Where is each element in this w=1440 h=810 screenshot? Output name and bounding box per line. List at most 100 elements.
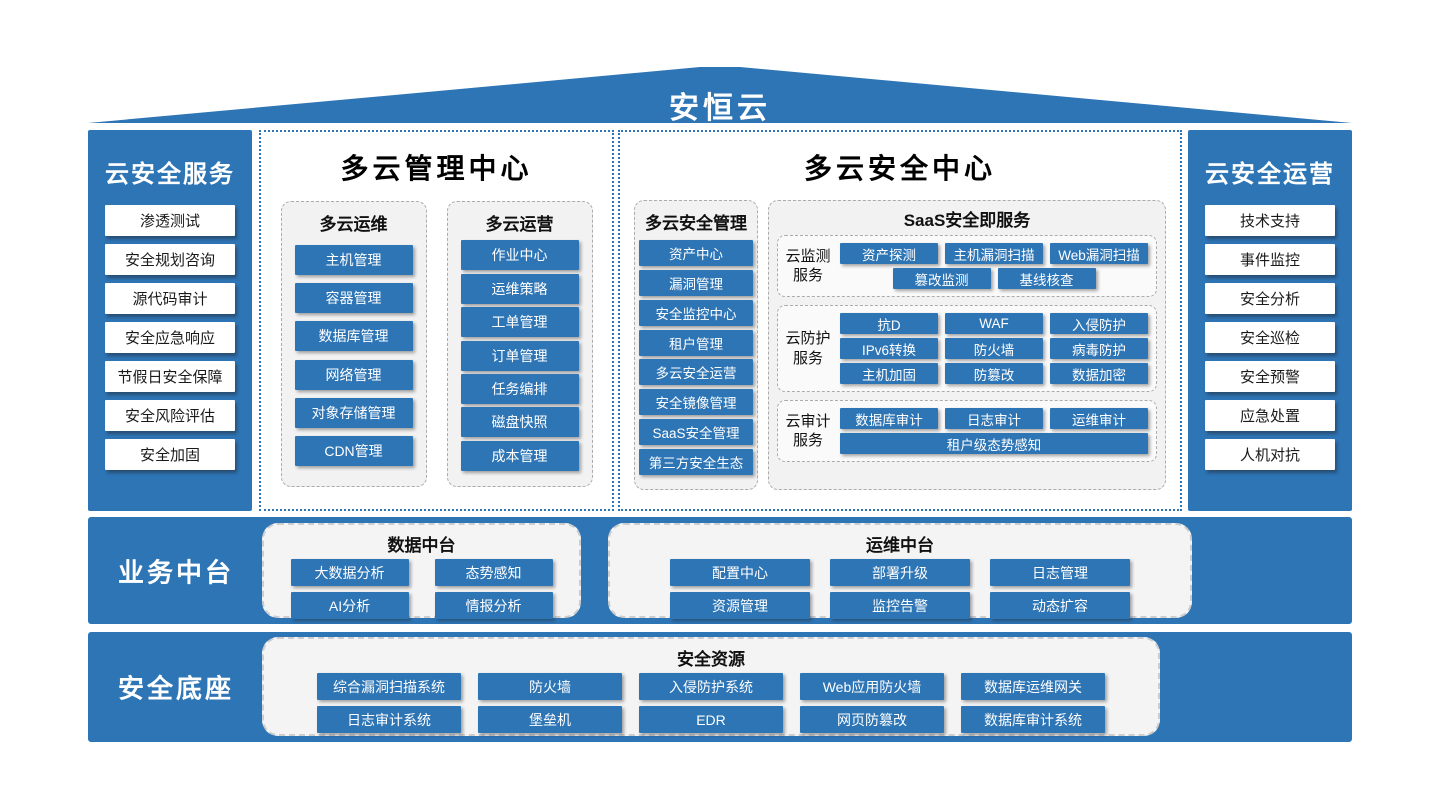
product-title: 安恒云 [669, 92, 771, 125]
module-item: 数据加密 [1050, 363, 1148, 384]
module-item: 成本管理 [460, 440, 579, 471]
module-item: 大数据分析 [290, 559, 409, 586]
business-platform-band: 业务中台 数据中台 大数据分析 态势感知 AI分析 情报分析 运维中台 配置中心… [88, 517, 1352, 624]
multicloud-management-center: 多云管理中心 多云运维 主机管理 容器管理 数据库管理 网络管理 对象存储管理 … [259, 130, 614, 511]
service-item: 安全预警 [1205, 361, 1335, 392]
module-item: 任务编排 [460, 373, 579, 404]
module-item: 磁盘快照 [460, 407, 579, 438]
subgroup-items: 资产探测 主机漏洞扫描 Web漏洞扫描 篡改监测 基线核查 [840, 243, 1148, 289]
service-item: 渗透测试 [105, 205, 235, 236]
module-item: 订单管理 [460, 340, 579, 371]
group-title: 多云运营 [485, 215, 554, 234]
panel-title: 运维中台 [866, 536, 934, 555]
module-item: 对象存储管理 [294, 397, 413, 428]
module-item: 日志管理 [990, 559, 1130, 586]
module-item: 数据库审计 [840, 408, 938, 429]
module-item: EDR [639, 706, 783, 733]
subgroup-label: 云防护服务 [785, 330, 831, 367]
module-item: 作业中心 [460, 240, 579, 271]
module-item: 安全镜像管理 [639, 389, 753, 416]
cloud-monitoring-services: 云监测服务 资产探测 主机漏洞扫描 Web漏洞扫描 篡改监测 基线核查 [777, 235, 1157, 297]
cloud-protection-services: 云防护服务 抗D WAF 入侵防护 IPv6转换 防火墙 病毒防护 [777, 305, 1157, 392]
section-title: 多云管理中心 [340, 153, 533, 184]
section-title: 多云安全中心 [803, 153, 996, 184]
security-resources-panel: 安全资源 综合漏洞扫描系统 防火墙 入侵防护系统 Web应用防火墙 数据库运维网… [262, 637, 1160, 736]
group-title: 多云运维 [319, 215, 388, 234]
service-item: 源代码审计 [105, 283, 235, 314]
service-item: 安全巡检 [1205, 322, 1335, 353]
ops-maintenance-group: 多云运维 主机管理 容器管理 数据库管理 网络管理 对象存储管理 CDN管理 [280, 201, 427, 487]
roof-banner: 安恒云 [88, 67, 1352, 125]
module-item: 网页防篡改 [800, 706, 944, 733]
service-item: 安全分析 [1205, 283, 1335, 314]
cloud-audit-services: 云审计服务 数据库审计 日志审计 运维审计 租户级态势感知 [777, 400, 1157, 462]
module-item: AI分析 [290, 592, 409, 619]
module-item: 日志审计 [945, 408, 1043, 429]
service-item: 应急处置 [1205, 400, 1335, 431]
cloud-security-operations-sidebar: 云安全运营 技术支持 事件监控 安全分析 安全巡检 安全预警 应急处置 人机对抗 [1188, 130, 1352, 511]
module-item: Web漏洞扫描 [1050, 243, 1148, 264]
module-item: 抗D [840, 313, 938, 334]
module-item: 基线核查 [997, 268, 1096, 289]
module-item: 主机漏洞扫描 [945, 243, 1043, 264]
module-item: 数据库审计系统 [961, 706, 1105, 733]
module-item: 租户管理 [639, 329, 753, 356]
service-item: 节假日安全保障 [105, 361, 235, 392]
data-platform-panel: 数据中台 大数据分析 态势感知 AI分析 情报分析 [262, 523, 581, 619]
service-item: 事件监控 [1205, 244, 1335, 275]
module-item: 防篡改 [945, 363, 1043, 384]
panel-items: 大数据分析 态势感知 AI分析 情报分析 [290, 559, 553, 619]
service-item: 安全风险评估 [105, 400, 235, 431]
band-label: 业务中台 [117, 557, 234, 587]
module-item: 防火墙 [945, 338, 1043, 359]
multicloud-security-center: 多云安全中心 多云安全管理 资产中心 漏洞管理 安全监控中心 租户管理 多云安全… [618, 130, 1182, 511]
cloud-security-services-sidebar: 云安全服务 渗透测试 安全规划咨询 源代码审计 安全应急响应 节假日安全保障 安… [88, 130, 252, 511]
module-item: 情报分析 [434, 592, 553, 619]
saas-security-group: SaaS安全即服务 云监测服务 资产探测 主机漏洞扫描 Web漏洞扫描 篡改监测 [768, 200, 1166, 490]
sidebar-title: 云安全服务 [105, 161, 235, 188]
security-groups: 多云安全管理 资产中心 漏洞管理 安全监控中心 租户管理 多云安全运营 安全镜像… [634, 200, 1166, 490]
panel-title: 安全资源 [677, 650, 745, 669]
module-item: 篡改监测 [892, 268, 991, 289]
panel-items: 配置中心 部署升级 日志管理 资源管理 监控告警 动态扩容 [670, 559, 1130, 619]
module-item: 动态扩容 [990, 592, 1130, 619]
operations-group: 多云运营 作业中心 运维策略 工单管理 订单管理 任务编排 磁盘快照 成本管理 [446, 201, 593, 487]
module-item: 工单管理 [460, 307, 579, 338]
module-item: 病毒防护 [1050, 338, 1148, 359]
band-label: 安全底座 [117, 673, 234, 704]
module-item: 主机管理 [294, 245, 413, 276]
module-item: 租户级态势感知 [840, 433, 1148, 454]
module-item: 数据库运维网关 [961, 673, 1105, 700]
module-item: 态势感知 [434, 559, 553, 586]
panel-title: 数据中台 [387, 536, 456, 555]
service-item: 安全加固 [105, 439, 235, 470]
module-item: 资产中心 [639, 239, 753, 266]
module-item: 资源管理 [670, 592, 810, 619]
security-management-group: 多云安全管理 资产中心 漏洞管理 安全监控中心 租户管理 多云安全运营 安全镜像… [634, 200, 758, 490]
module-item: CDN管理 [294, 435, 413, 466]
management-groups: 多云运维 主机管理 容器管理 数据库管理 网络管理 对象存储管理 CDN管理 多… [261, 201, 612, 487]
module-item: 网络管理 [294, 359, 413, 390]
service-item: 技术支持 [1205, 205, 1335, 236]
group-items: 主机管理 容器管理 数据库管理 网络管理 对象存储管理 CDN管理 [282, 237, 426, 474]
module-item: 数据库管理 [294, 321, 413, 352]
module-item: 配置中心 [670, 559, 810, 586]
panel-items: 综合漏洞扫描系统 防火墙 入侵防护系统 Web应用防火墙 数据库运维网关 日志审… [317, 673, 1105, 733]
sidebar-title: 云安全运营 [1205, 161, 1335, 188]
roof-shape [88, 67, 1352, 123]
ops-platform-panel: 运维中台 配置中心 部署升级 日志管理 资源管理 监控告警 动态扩容 [608, 523, 1192, 619]
module-item: 部署升级 [830, 559, 970, 586]
group-title: 多云安全管理 [645, 214, 747, 233]
module-item: 监控告警 [830, 592, 970, 619]
module-item: 入侵防护系统 [639, 673, 783, 700]
group-items: 资产中心 漏洞管理 安全监控中心 租户管理 多云安全运营 安全镜像管理 SaaS… [635, 236, 757, 479]
module-item: 日志审计系统 [317, 706, 461, 733]
saas-subgroups: 云监测服务 资产探测 主机漏洞扫描 Web漏洞扫描 篡改监测 基线核查 [777, 235, 1157, 462]
module-item: 主机加固 [840, 363, 938, 384]
module-item: 入侵防护 [1050, 313, 1148, 334]
module-item: 漏洞管理 [639, 269, 753, 296]
service-item: 人机对抗 [1205, 439, 1335, 470]
module-item: 资产探测 [840, 243, 938, 264]
module-item: 容器管理 [294, 283, 413, 314]
